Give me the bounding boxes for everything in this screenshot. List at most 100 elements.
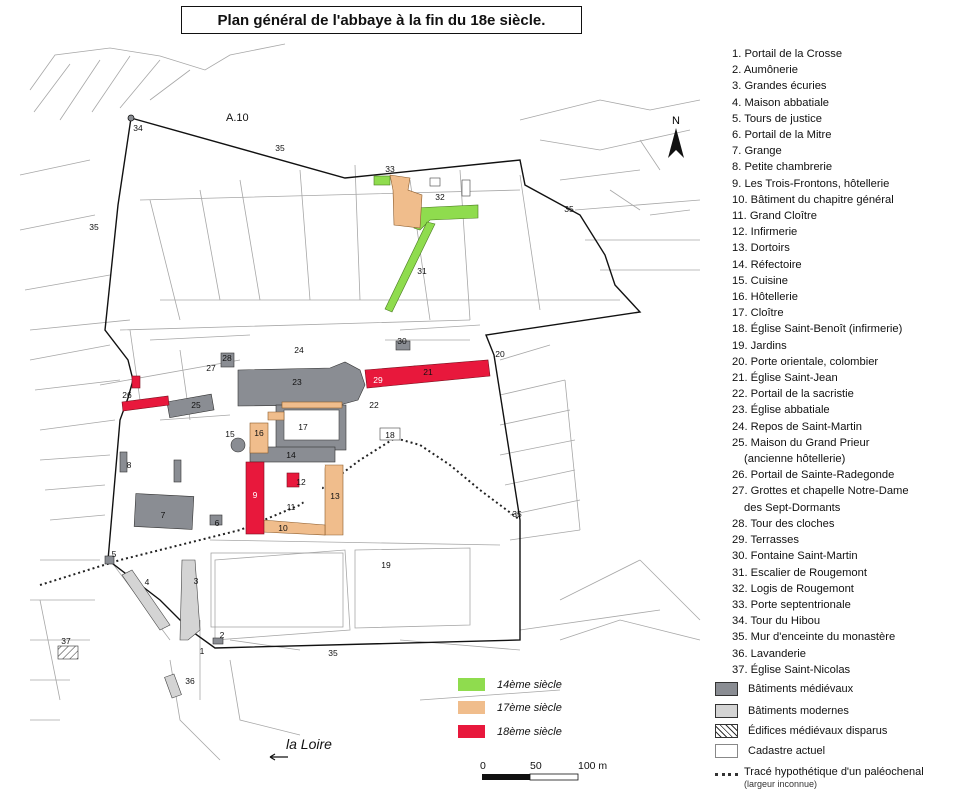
gate-33 — [373, 175, 391, 186]
label-26: 26 — [122, 390, 132, 400]
swatch-modern — [715, 704, 738, 718]
label-35c: 35 — [564, 204, 574, 214]
legend-item: 22. Portail de la sacristie — [732, 388, 854, 401]
portail-26-wing — [121, 395, 170, 412]
map-title-text: Plan général de l'abbaye à la fin du 18e… — [217, 11, 546, 29]
label-27: 27 — [206, 363, 216, 373]
label-25: 25 — [191, 400, 201, 410]
legend-item: 32. Logis de Rougemont — [732, 582, 854, 595]
legend-item: 37. Église Saint-Nicolas — [732, 663, 851, 676]
label-23: 23 — [292, 377, 302, 387]
legend-item: 30. Fontaine Saint-Martin — [732, 550, 858, 563]
label-6: 6 — [215, 518, 220, 528]
legend-item: 24. Repos de Saint-Martin — [732, 420, 862, 433]
legend-item: 19. Jardins — [732, 339, 787, 352]
refectory-14 — [249, 446, 336, 463]
scale-bar-graphic — [482, 773, 579, 781]
legend-item: 36. Lavanderie — [732, 647, 807, 660]
kitchen-15 — [230, 437, 246, 453]
legend-item: 1. Portail de la Crosse — [732, 48, 843, 60]
legend-item: 29. Terrasses — [732, 534, 799, 547]
lavanderie-36 — [164, 673, 182, 699]
logis-32 — [413, 204, 479, 231]
fontaine-30 — [395, 340, 411, 351]
key-cadastre-label: Cadastre actuel — [748, 745, 826, 757]
label-14: 14 — [286, 450, 296, 460]
tour-justice — [379, 427, 401, 441]
trois-frontons-9 — [245, 461, 265, 535]
legend-item: 7. Grange — [732, 145, 782, 158]
key-paleochannel-text: Tracé hypothétique d'un paléochenal (lar… — [744, 766, 924, 790]
label-24: 24 — [294, 345, 304, 355]
century-14-label: 14ème siècle — [497, 678, 562, 691]
legend-item: 11. Grand Cloître — [732, 210, 817, 223]
label-31: 31 — [417, 266, 427, 276]
legend-item: 2. Aumônerie — [732, 64, 798, 77]
label-1: 1 — [200, 646, 205, 656]
north-arrow: N — [664, 112, 688, 167]
label-35d: 35 — [512, 509, 522, 519]
dortoirs-13 — [324, 464, 344, 536]
key-medieval: Bâtiments médiévaux — [715, 682, 853, 696]
label-11: 11 — [287, 502, 296, 512]
legend-item: 12. Infirmerie — [732, 226, 798, 239]
label-22: 22 — [369, 400, 379, 410]
map-number-labels: 1 2 3 4 5 6 7 8 9 10 11 12 13 14 15 16 1… — [61, 123, 574, 686]
label-15: 15 — [225, 429, 235, 439]
label-17: 17 — [298, 422, 308, 432]
legend-item: 8. Petite chambrerie — [732, 161, 833, 174]
c18-buildings — [121, 359, 491, 535]
century-17-label: 17ème siècle — [497, 701, 562, 714]
label-35b: 35 — [89, 222, 99, 232]
tower-hibou — [127, 114, 135, 122]
label-16: 16 — [254, 428, 264, 438]
legend-item: 28. Tour des cloches — [732, 517, 835, 530]
legend-item: 9. Les Trois-Frontons, hôtellerie — [732, 177, 890, 190]
terrasses-29 — [364, 359, 491, 389]
label-28: 28 — [222, 353, 232, 363]
map-title: Plan général de l'abbaye à la fin du 18e… — [181, 6, 582, 34]
river-label-text: la Loire — [286, 736, 332, 752]
label-5: 5 — [112, 549, 117, 559]
road-label: A.10 — [226, 112, 249, 124]
petite-chambrerie-8 — [119, 451, 128, 473]
label-13: 13 — [330, 491, 340, 501]
century-18-label: 18ème siècle — [497, 725, 562, 738]
grange-7 — [133, 493, 195, 530]
label-21: 21 — [423, 367, 433, 377]
swatch-medieval — [715, 682, 738, 696]
legend-item: 6. Portail de la Mitre — [732, 129, 832, 142]
key-modern-label: Bâtiments modernes — [748, 705, 849, 717]
abbey-plan-map: 1 2 3 4 5 6 7 8 9 10 11 12 13 14 15 16 1… — [19, 43, 701, 761]
label-35a: 35 — [275, 143, 285, 153]
legend-item: 26. Portail de Sainte-Radegonde — [732, 469, 895, 482]
stables-3 — [179, 559, 201, 641]
legend-item: 23. Église abbatiale — [732, 404, 830, 417]
key-paleochannel-label: Tracé hypothétique d'un paléochenal — [744, 766, 924, 778]
church-abbey — [237, 361, 366, 407]
bell-tower-28 — [220, 352, 235, 368]
legend-item: 34. Tour du Hibou — [732, 615, 821, 628]
swatch-cadastre — [715, 744, 738, 758]
legend-item: 10. Bâtiment du chapitre général — [732, 193, 894, 206]
label-33: 33 — [385, 164, 395, 174]
hotellerie-16 — [249, 422, 269, 454]
label-12: 12 — [296, 477, 306, 487]
key-cadastre: Cadastre actuel — [715, 744, 825, 758]
scale-tick-100: 100 m — [578, 760, 608, 772]
chapter-10 — [261, 519, 326, 536]
abbot-house-4 — [121, 569, 171, 631]
paleochannel-line — [39, 436, 521, 586]
swatch-18 — [458, 725, 485, 738]
label-8: 8 — [127, 460, 132, 470]
legend-item: 25. Maison du Grand Prieur — [732, 436, 870, 449]
legend-item: 16. Hôtellerie — [732, 291, 798, 304]
swatch-17 — [458, 701, 485, 714]
label-20: 20 — [495, 349, 505, 359]
swatch-paleochannel — [715, 773, 738, 776]
modern-buildings — [121, 177, 471, 699]
arrow-left-icon — [269, 753, 288, 761]
key-paleochannel: Tracé hypothétique d'un paléochenal (lar… — [715, 766, 924, 790]
legend-item: 14. Réfectoire — [732, 258, 802, 271]
north-arrow-icon — [668, 128, 684, 158]
